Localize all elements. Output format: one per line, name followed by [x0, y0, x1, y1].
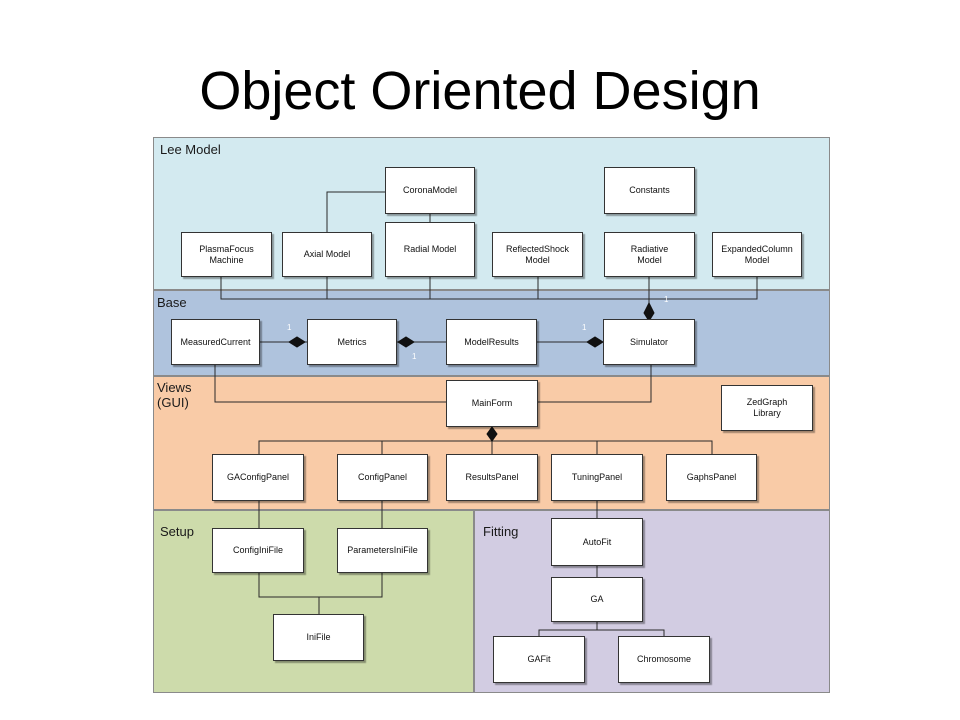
class-ini-file[interactable]: IniFile: [273, 614, 364, 661]
class-main-form[interactable]: MainForm: [446, 380, 538, 427]
lee-model-label: Lee Model: [160, 142, 221, 157]
multiplicity-results-simulator: 1: [582, 323, 587, 332]
class-axial-model[interactable]: Axial Model: [282, 232, 372, 277]
slide-title: Object Oriented Design: [199, 61, 761, 121]
class-chromosome[interactable]: Chromosome: [618, 636, 710, 683]
class-ga[interactable]: GA: [551, 577, 643, 622]
class-zedgraph-library[interactable]: ZedGraph Library: [721, 385, 813, 431]
multiplicity-metrics-results: 1: [412, 352, 417, 361]
class-radiative-model[interactable]: Radiative Model: [604, 232, 695, 277]
multiplicity-measured-metrics: 1: [287, 323, 292, 332]
class-plasma-focus-machine[interactable]: PlasmaFocus Machine: [181, 232, 272, 277]
class-parameters-ini-file[interactable]: ParametersIniFile: [337, 528, 428, 573]
views-label: Views (GUI): [157, 380, 192, 410]
class-model-results[interactable]: ModelResults: [446, 319, 537, 365]
class-radial-model[interactable]: Radial Model: [385, 222, 475, 277]
setup-label: Setup: [160, 524, 194, 539]
multiplicity-simulator-models: 1: [664, 295, 669, 304]
class-constants[interactable]: Constants: [604, 167, 695, 214]
class-results-panel[interactable]: ResultsPanel: [446, 454, 538, 501]
class-config-panel[interactable]: ConfigPanel: [337, 454, 428, 501]
class-measured-current[interactable]: MeasuredCurrent: [171, 319, 260, 365]
class-expanded-column-model[interactable]: ExpandedColumn Model: [712, 232, 802, 277]
class-reflected-shock-model[interactable]: ReflectedShock Model: [492, 232, 583, 277]
class-metrics[interactable]: Metrics: [307, 319, 397, 365]
class-tuning-panel[interactable]: TuningPanel: [551, 454, 643, 501]
class-ga-fit[interactable]: GAFit: [493, 636, 585, 683]
class-config-ini-file[interactable]: ConfigIniFile: [212, 528, 304, 573]
class-corona-model[interactable]: CoronaModel: [385, 167, 475, 214]
base-label: Base: [157, 295, 187, 310]
class-ga-config-panel[interactable]: GAConfigPanel: [212, 454, 304, 501]
fitting-label: Fitting: [483, 524, 519, 539]
class-auto-fit[interactable]: AutoFit: [551, 518, 643, 566]
class-simulator[interactable]: Simulator: [603, 319, 695, 365]
class-gaphs-panel[interactable]: GaphsPanel: [666, 454, 757, 501]
